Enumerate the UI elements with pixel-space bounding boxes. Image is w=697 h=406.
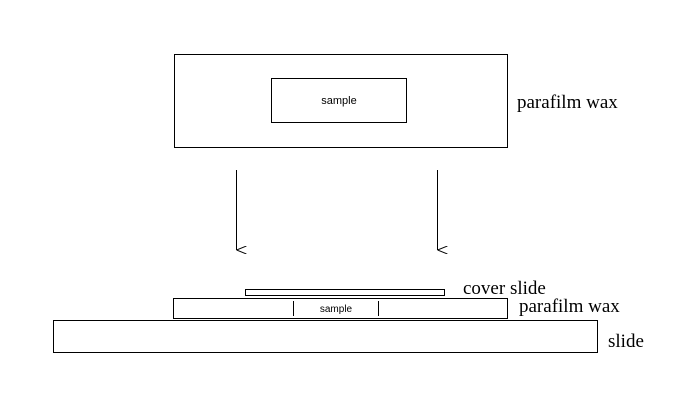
sample-top-rect — [271, 78, 407, 123]
sample-side-label: sample — [320, 304, 353, 315]
parafilm-wax-top-label: parafilm wax — [517, 92, 618, 113]
sample-top-label: sample — [321, 95, 356, 107]
cover-slide-rect — [245, 289, 445, 296]
cover-slide-label: cover slide — [463, 278, 546, 299]
slide-label: slide — [608, 331, 644, 352]
parafilm-wax-top-rect — [174, 54, 508, 148]
slide-rect — [53, 320, 598, 353]
parafilm-wax-side-rect — [173, 298, 508, 319]
parafilm-wax-side-label: parafilm wax — [519, 296, 620, 317]
